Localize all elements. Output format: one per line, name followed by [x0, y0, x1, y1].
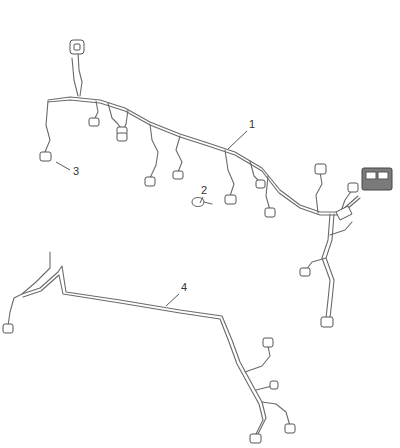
callout-number: 1 [247, 118, 257, 131]
drawing-stroke [117, 133, 127, 141]
drawing-stroke [266, 176, 270, 210]
connectors [40, 40, 392, 327]
drawing-stroke [366, 172, 376, 179]
drawing-stroke [270, 381, 278, 389]
drawing-stroke [225, 150, 234, 196]
drawing-stroke [250, 161, 260, 182]
drawing-stroke [166, 293, 180, 306]
lower-harness [8, 252, 290, 436]
drawing-stroke [150, 124, 158, 178]
drawing-stroke [326, 214, 334, 318]
drawing-stroke [108, 103, 122, 130]
drawing-stroke [285, 424, 295, 433]
callout-number: 2 [199, 184, 209, 197]
drawing-stroke [315, 164, 326, 174]
drawing-stroke [145, 177, 155, 186]
drawing-stroke [250, 434, 261, 443]
drawing-stroke [321, 317, 333, 327]
drawing-stroke [256, 180, 265, 188]
drawing-stroke [22, 266, 266, 434]
drawing-stroke [245, 346, 270, 372]
drawing-stroke [330, 222, 352, 235]
drawing-stroke [70, 40, 84, 54]
drawing-stroke [56, 162, 70, 170]
lower-connectors [3, 324, 295, 443]
drawing-stroke [336, 206, 352, 220]
drawing-stroke [348, 183, 358, 192]
drawing-stroke [173, 171, 183, 179]
callout-number: 4 [179, 281, 189, 294]
drawing-stroke [78, 52, 82, 96]
drawing-stroke [228, 130, 248, 149]
drawing-stroke [200, 197, 203, 203]
drawing-stroke [262, 402, 290, 426]
drawing-stroke [263, 338, 273, 347]
drawing-stroke [362, 168, 392, 190]
drawing-stroke [3, 324, 13, 333]
drawing-stroke [45, 101, 50, 152]
drawing-stroke [316, 172, 322, 213]
drawing-stroke [265, 208, 275, 217]
drawing-stroke [48, 97, 358, 212]
drawing-stroke [40, 152, 51, 161]
drawing-stroke [94, 101, 98, 120]
drawing-stroke [176, 136, 182, 172]
main-harness [45, 52, 360, 318]
drawing-stroke [378, 172, 388, 179]
drawing-stroke [225, 195, 236, 204]
drawing-stroke [74, 44, 80, 50]
callout-number: 3 [71, 165, 81, 178]
drawing-stroke [48, 100, 360, 215]
drawing-stroke [89, 118, 99, 126]
leader-lines [56, 130, 248, 306]
drawing-stroke [192, 198, 204, 207]
drawing-stroke [72, 58, 78, 96]
drawing-stroke [23, 275, 263, 436]
clip [192, 198, 212, 207]
drawing-stroke [300, 268, 310, 276]
drawing-stroke [204, 202, 212, 204]
